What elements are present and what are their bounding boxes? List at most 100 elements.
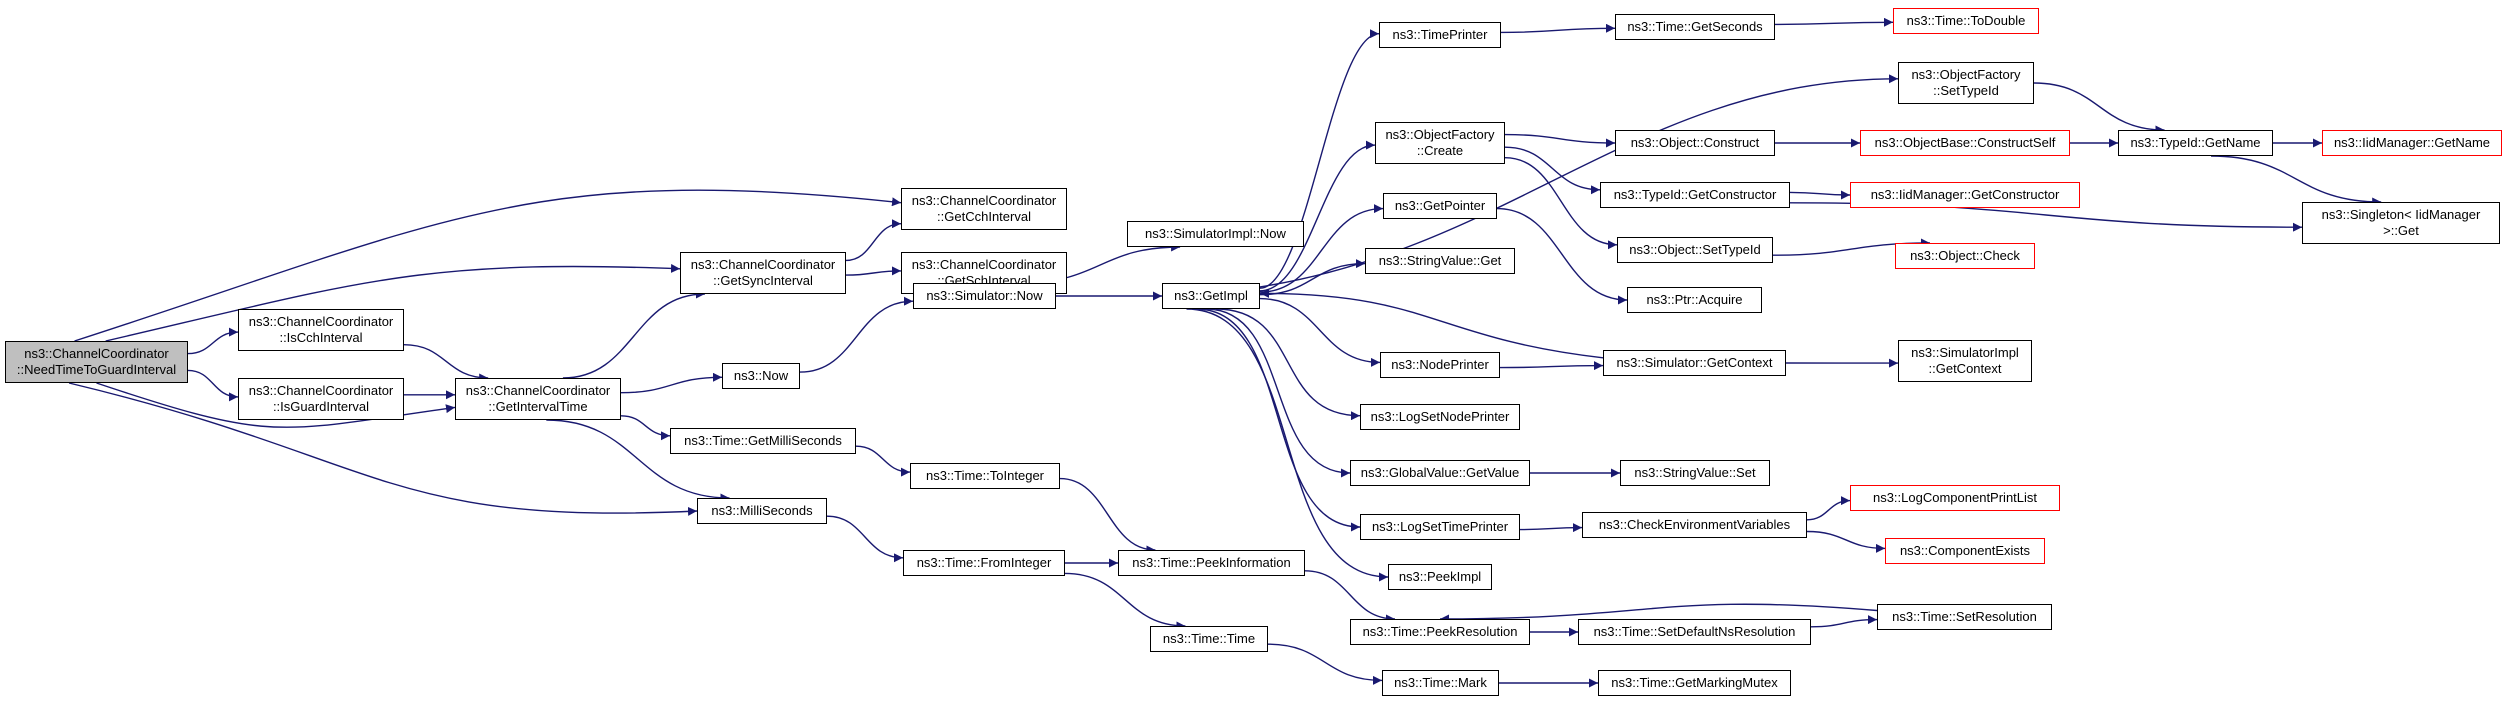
node-channelcoordinator-needtimetoguardinterval[interactable]: ns3::ChannelCoordinator::NeedTimeToGuard… [5,341,188,383]
node-label-line2: ::GetIntervalTime [488,399,588,414]
node-time-setresolution[interactable]: ns3::Time::SetResolution [1877,604,2052,630]
node-time-getseconds[interactable]: ns3::Time::GetSeconds [1615,14,1775,40]
call-edge [1186,308,1389,582]
node-stringvalue-get[interactable]: ns3::StringValue::Get [1365,248,1515,274]
node-timeprinter[interactable]: ns3::TimePrinter [1379,22,1501,48]
node-label: ns3::ComponentExists [1899,543,2031,558]
node-time-getmarkingmutex[interactable]: ns3::Time::GetMarkingMutex [1598,670,1791,696]
node-singleton-iidmanager-get[interactable]: ns3::Singleton< IidManager>::Get [2302,202,2500,244]
node-time-todouble[interactable]: ns3::Time::ToDouble [1893,8,2039,34]
node-time-tointeger[interactable]: ns3::Time::ToInteger [910,463,1060,489]
node-objectbase-constructself[interactable]: ns3::ObjectBase::ConstructSelf [1860,130,2070,156]
node-objectfactory-create[interactable]: ns3::ObjectFactory::Create [1375,122,1505,164]
node-label: ns3::Time::PeekInformation [1132,555,1291,570]
call-edge [1259,297,1381,367]
node-label: ns3::GlobalValue::GetValue [1360,465,1520,480]
node-label-line2: >::Get [2383,223,2419,238]
node-label-line1: ns3::ChannelCoordinator [911,193,1057,208]
node-stringvalue-set[interactable]: ns3::StringValue::Set [1620,460,1770,486]
call-edge [1215,308,1361,421]
node-time-peekinformation[interactable]: ns3::Time::PeekInformation [1118,550,1305,576]
node-channelcoordinator-isguardinterval[interactable]: ns3::ChannelCoordinator::IsGuardInterval [238,378,404,420]
node-label: ns3::Time::SetResolution [1892,609,2037,624]
node-ptr-acquire[interactable]: ns3::Ptr::Acquire [1627,287,1762,313]
node-label: ns3::TypeId::GetConstructor [1613,187,1777,202]
node-label: ns3::IidManager::GetConstructor [1870,187,2060,202]
node-logcomponentprintlist[interactable]: ns3::LogComponentPrintList [1850,485,2060,511]
node-channelcoordinator-getintervaltime[interactable]: ns3::ChannelCoordinator::GetIntervalTime [455,378,621,420]
node-object-settypeid[interactable]: ns3::Object::SetTypeId [1617,237,1773,263]
node-iidmanager-getconstructor[interactable]: ns3::IidManager::GetConstructor [1850,182,2080,208]
node-label: ns3::Object::Check [1910,248,2020,263]
node-label: ns3::Time::FromInteger [916,555,1052,570]
node-label: ns3::StringValue::Get [1378,253,1502,268]
call-edge [68,382,698,516]
call-edge [1259,204,1384,293]
node-milliseconds[interactable]: ns3::MilliSeconds [697,498,827,524]
call-edge [1259,29,1380,289]
node-label: ns3::Time::GetMilliSeconds [684,433,842,448]
call-edge [1064,572,1186,631]
call-edge [1806,496,1851,521]
node-label: ns3::MilliSeconds [711,503,813,518]
node-simulatorimpl-getcontext[interactable]: ns3::SimulatorImpl::GetContext [1898,340,2032,382]
call-edge [845,266,902,276]
node-label: ns3::PeekImpl [1398,569,1482,584]
node-typeid-getconstructor[interactable]: ns3::TypeId::GetConstructor [1600,182,1790,208]
node-time-frominteger[interactable]: ns3::Time::FromInteger [903,550,1065,576]
node-iidmanager-getname[interactable]: ns3::IidManager::GetName [2322,130,2502,156]
node-label-line2: ::IsCchInterval [279,330,363,345]
node-label: ns3::Simulator::GetContext [1616,355,1773,370]
node-channelcoordinator-iscchinterval[interactable]: ns3::ChannelCoordinator::IsCchInterval [238,309,404,351]
call-edge [845,219,902,262]
node-componentexists[interactable]: ns3::ComponentExists [1885,538,2045,564]
node-simulatorimpl-now[interactable]: ns3::SimulatorImpl::Now [1127,221,1304,247]
node-time-mark[interactable]: ns3::Time::Mark [1382,670,1499,696]
node-label: ns3::Simulator::Now [926,288,1043,303]
node-peekimpl[interactable]: ns3::PeekImpl [1388,564,1492,590]
node-label: ns3::Time::ToDouble [1906,13,2026,28]
call-edge [1519,523,1583,533]
node-time-getmilliseconds[interactable]: ns3::Time::GetMilliSeconds [670,428,856,454]
node-label: ns3::Time::SetDefaultNsResolution [1593,624,1796,639]
node-label-line1: ns3::ChannelCoordinator [248,383,394,398]
node-label-line2: ::GetSyncInterval [713,273,813,288]
node-channelcoordinator-getsyncinterval[interactable]: ns3::ChannelCoordinator::GetSyncInterval [680,252,846,294]
call-edge [1496,207,1628,305]
node-time-time[interactable]: ns3::Time::Time [1150,626,1268,652]
call-edge [1259,288,1604,359]
node-label: ns3::LogSetTimePrinter [1371,519,1509,534]
node-logsetnodeprinter[interactable]: ns3::LogSetNodePrinter [1360,404,1520,430]
node-label-line1: ns3::Singleton< IidManager [2321,207,2481,222]
node-getpointer[interactable]: ns3::GetPointer [1383,193,1497,219]
node-time-setdefaultnsresolution[interactable]: ns3::Time::SetDefaultNsResolution [1578,619,1811,645]
call-edge [1500,23,1616,34]
node-label: ns3::Time::Mark [1394,675,1487,690]
node-globalvalue-getvalue[interactable]: ns3::GlobalValue::GetValue [1350,460,1530,486]
node-nodeprinter[interactable]: ns3::NodePrinter [1380,352,1500,378]
call-edge [403,344,489,383]
node-simulator-now[interactable]: ns3::Simulator::Now [913,283,1056,309]
node-label: ns3::StringValue::Set [1634,465,1756,480]
node-objectfactory-settypeid[interactable]: ns3::ObjectFactory::SetTypeId [1898,62,2034,104]
node-logsettimeprinter[interactable]: ns3::LogSetTimePrinter [1360,514,1520,540]
call-edge [1810,615,1878,628]
call-edge [74,189,902,342]
node-checkenvironmentvariables[interactable]: ns3::CheckEnvironmentVariables [1582,512,1807,538]
node-getimpl[interactable]: ns3::GetImpl [1162,283,1260,309]
node-simulator-getcontext[interactable]: ns3::Simulator::GetContext [1603,350,1786,376]
node-label: ns3::SimulatorImpl::Now [1145,226,1286,241]
call-edge [826,515,904,563]
node-label: ns3::Time::ToInteger [925,468,1044,483]
node-time-peekresolution[interactable]: ns3::Time::PeekResolution [1350,619,1530,645]
node-object-construct[interactable]: ns3::Object::Construct [1615,130,1775,156]
node-object-check[interactable]: ns3::Object::Check [1895,243,2035,269]
call-edge [620,372,723,394]
node-now[interactable]: ns3::Now [722,363,800,389]
call-edge [1304,570,1396,624]
node-label-line2: ::GetCchInterval [937,209,1031,224]
call-edge [1504,157,1618,250]
node-channelcoordinator-getcchinterval[interactable]: ns3::ChannelCoordinator::GetCchInterval [901,188,1067,230]
node-typeid-getname[interactable]: ns3::TypeId::GetName [2118,130,2273,156]
call-edge [620,415,671,441]
